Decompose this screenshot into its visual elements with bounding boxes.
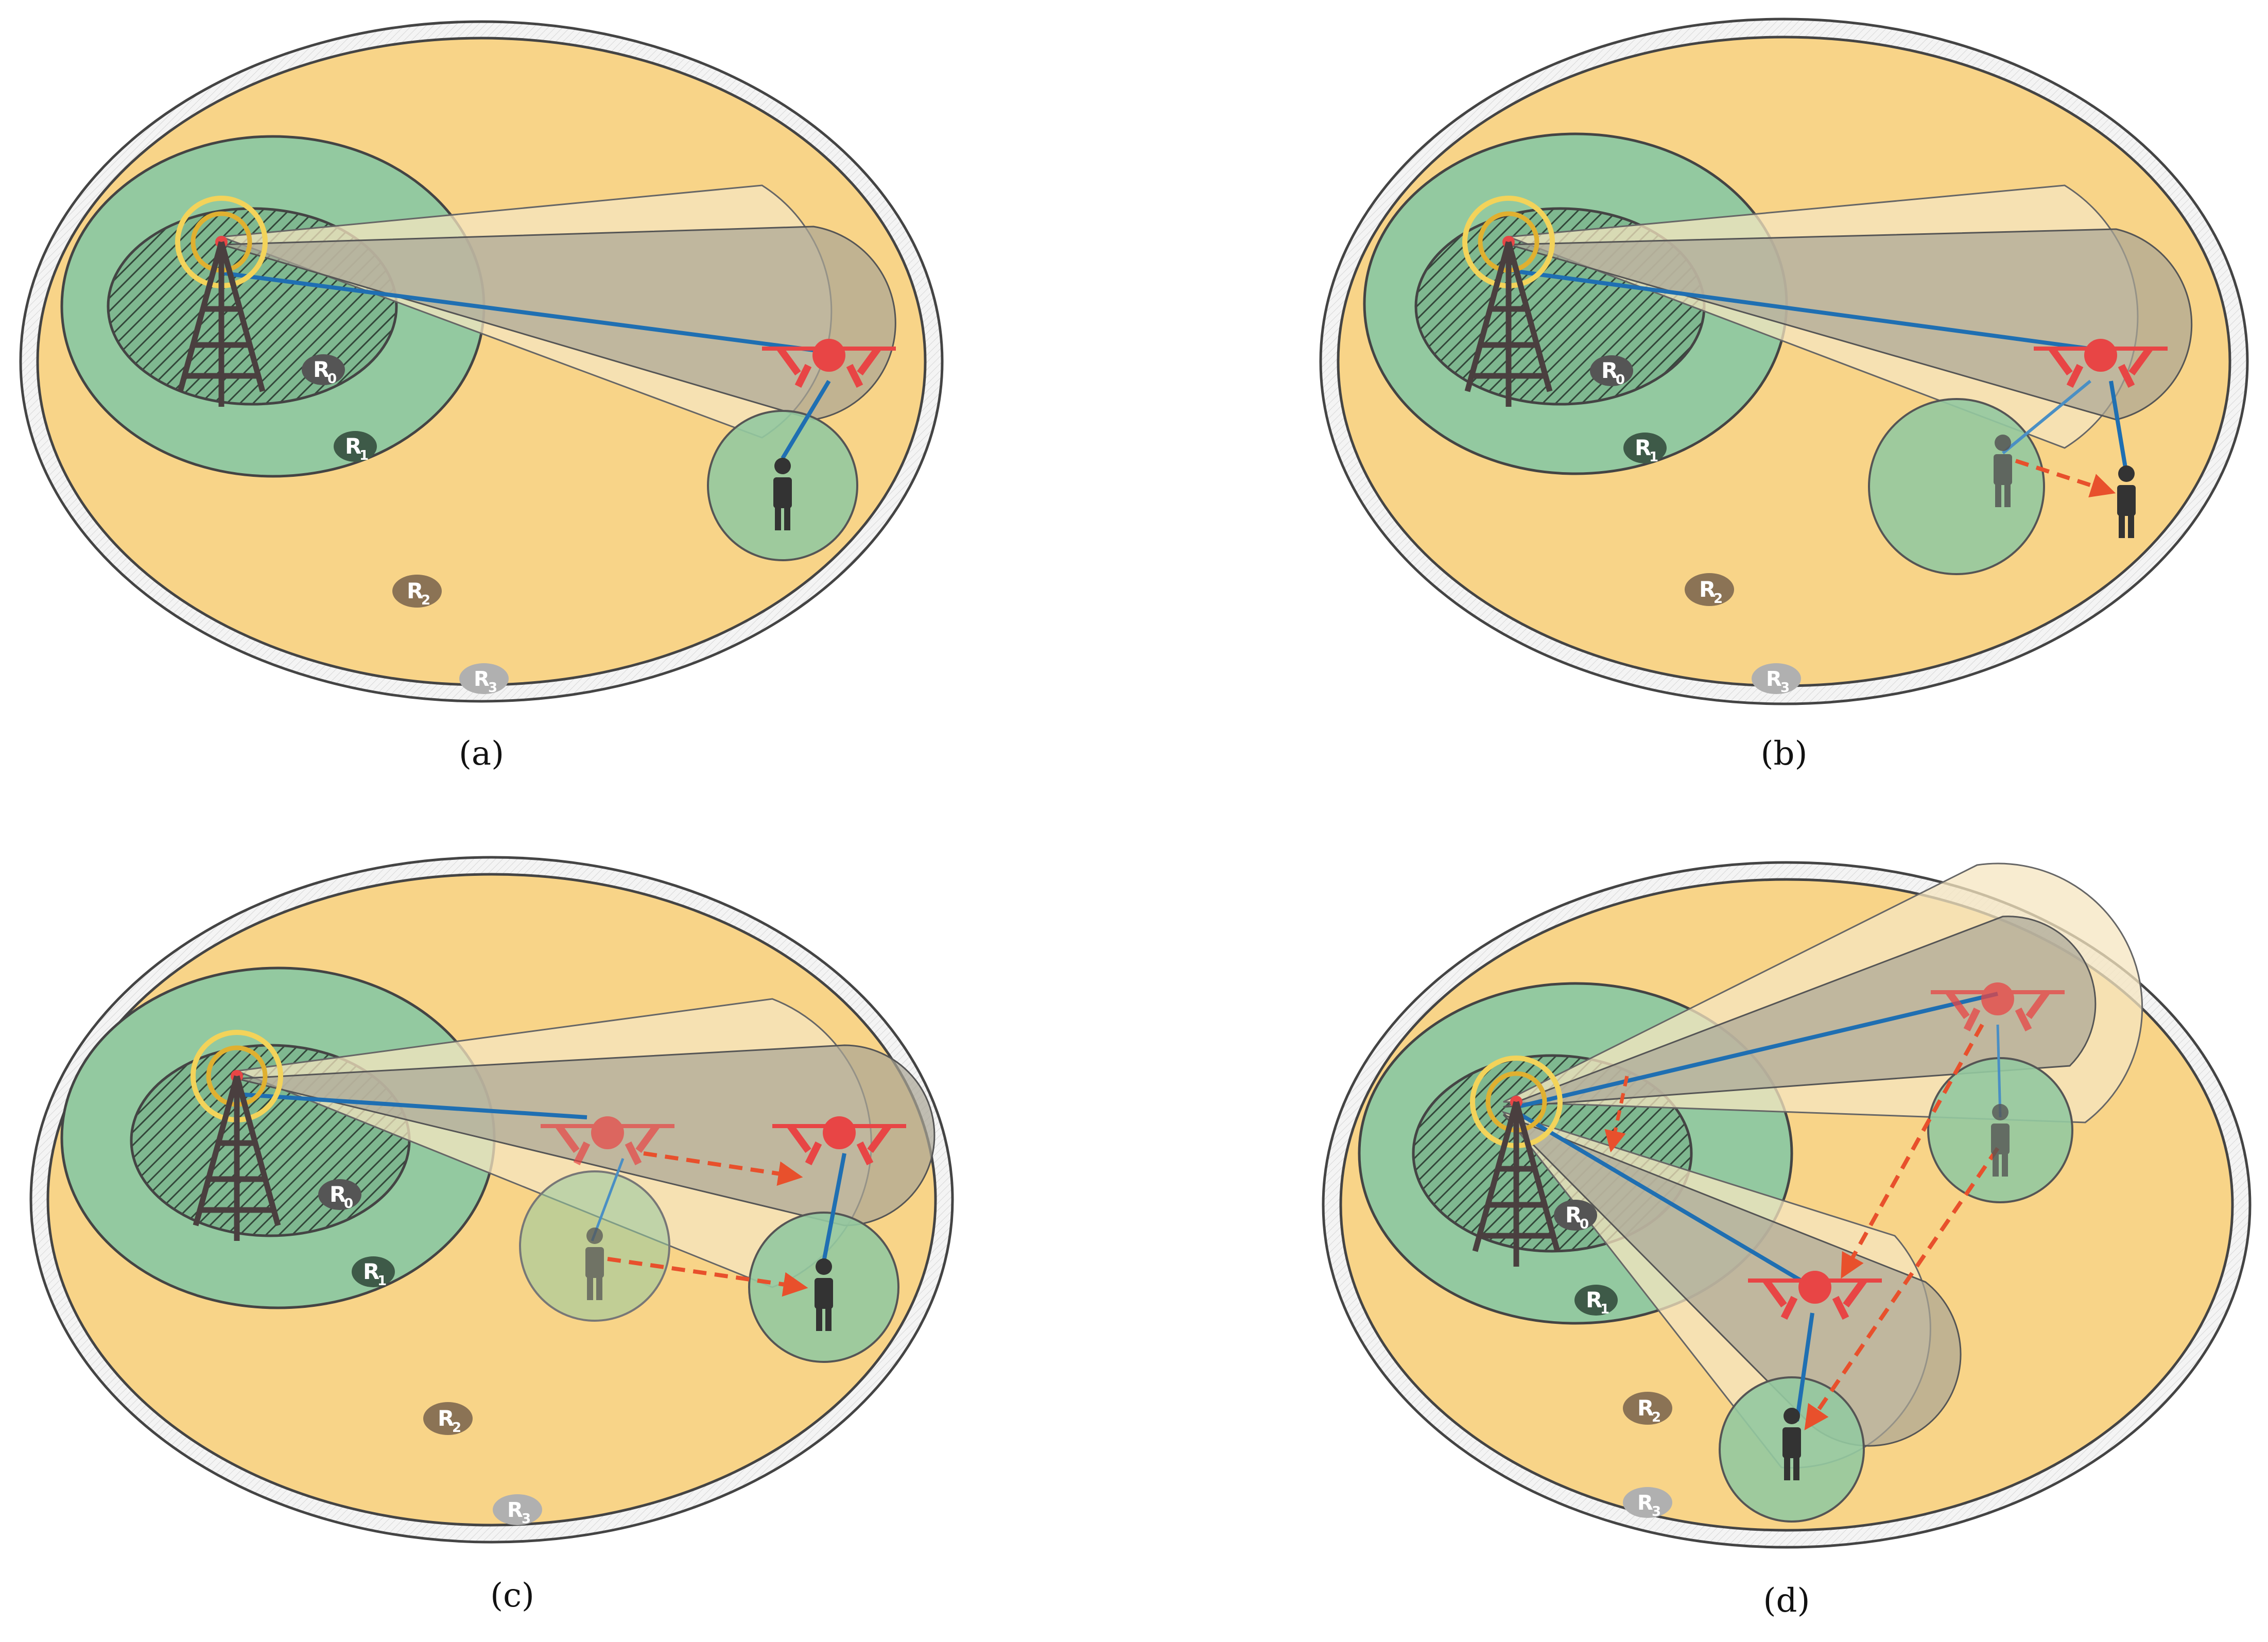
antenna-tower-icon — [1462, 196, 1555, 407]
access-link-old — [2002, 379, 2091, 455]
user-person-icon — [815, 1258, 833, 1331]
uav-drone-icon — [1748, 1271, 1882, 1320]
label-r1: R1 — [1574, 1285, 1618, 1317]
svg-text:2: 2 — [1713, 591, 1723, 607]
label-r3: R3 — [493, 1494, 542, 1527]
user-person-icon-old — [1991, 1104, 2010, 1177]
backhaul-link — [236, 1092, 587, 1119]
user-person-icon — [2117, 465, 2136, 538]
trajectory-arrow-user — [607, 1257, 808, 1297]
panel-a: R0 R1 R2 R3 (a) — [19, 20, 944, 773]
user-person-icon-old — [585, 1228, 604, 1300]
access-link-new — [2109, 381, 2128, 474]
access-link-lower — [1795, 1312, 1814, 1422]
user-person-icon — [1782, 1408, 1801, 1480]
svg-text:0: 0 — [327, 371, 337, 387]
access-link-upper — [1996, 1024, 2002, 1118]
label-r1: R1 — [334, 431, 377, 463]
trajectory-arrow-uav — [643, 1151, 803, 1186]
trajectory-arrow-user — [1804, 1147, 2000, 1430]
label-r1: R1 — [1623, 433, 1667, 465]
caption-c: (c) — [490, 1577, 534, 1615]
panel-d: R0 R1 R2 R3 (d) — [1322, 861, 2252, 1620]
antenna-tower-icon — [1470, 1056, 1563, 1267]
trajectory-arrow-tower — [1604, 1076, 1629, 1153]
antenna-tower-icon — [191, 1030, 283, 1241]
trajectory-arrow-uav — [1841, 1024, 1984, 1279]
svg-text:1: 1 — [1600, 1302, 1609, 1317]
label-r3: R3 — [459, 663, 509, 696]
svg-text:3: 3 — [1652, 1504, 1661, 1519]
beam-inner — [221, 226, 896, 421]
label-r2: R2 — [423, 1402, 473, 1436]
access-link — [822, 1153, 846, 1262]
svg-text:1: 1 — [1649, 450, 1658, 465]
svg-text:0: 0 — [1580, 1217, 1589, 1232]
svg-text:2: 2 — [1652, 1410, 1661, 1425]
svg-text:R: R — [363, 1259, 379, 1284]
uav-drone-icon — [2034, 339, 2168, 388]
beam-inner — [236, 1044, 936, 1226]
label-r0: R0 — [1590, 355, 1633, 388]
uav-drone-icon-old — [1931, 982, 2065, 1032]
svg-text:R: R — [507, 1498, 523, 1522]
user-cell — [1868, 398, 2045, 575]
user-person-icon — [773, 458, 792, 530]
antenna-tower-icon — [175, 196, 268, 407]
svg-text:3: 3 — [1780, 680, 1790, 696]
label-r2: R2 — [392, 575, 442, 608]
caption-b: (b) — [1761, 735, 1808, 773]
label-r3: R3 — [1623, 1487, 1672, 1519]
label-r2: R2 — [1623, 1392, 1672, 1425]
svg-text:R: R — [1637, 1491, 1653, 1515]
svg-text:2: 2 — [452, 1420, 461, 1436]
svg-text:0: 0 — [1616, 372, 1625, 388]
svg-text:R: R — [313, 357, 330, 382]
backhaul-link — [1508, 268, 2101, 352]
svg-text:1: 1 — [359, 448, 369, 463]
user-person-icon-old — [1994, 435, 2012, 507]
panel-c: R0 R1 R2 R3 (c) — [29, 856, 954, 1615]
panel-b: R0 R1 R2 R3 (b) — [1319, 18, 2249, 773]
backhaul-link-upper — [1516, 992, 1998, 1109]
caption-a: (a) — [459, 735, 504, 773]
svg-text:3: 3 — [488, 680, 497, 696]
svg-text:R: R — [474, 667, 490, 691]
label-r0: R0 — [302, 354, 345, 387]
svg-text:R: R — [407, 578, 423, 603]
svg-text:1: 1 — [377, 1273, 387, 1289]
access-link — [781, 379, 831, 460]
label-r0: R0 — [318, 1179, 361, 1212]
backhaul-link-lower — [1515, 1110, 1814, 1289]
trajectory-arrow-icon — [2015, 459, 2116, 497]
svg-text:R: R — [1601, 358, 1618, 383]
label-r1: R1 — [352, 1256, 395, 1289]
beam-inner — [1508, 228, 2193, 421]
svg-text:0: 0 — [344, 1196, 353, 1212]
access-link-old — [591, 1158, 625, 1241]
uav-drone-icon — [772, 1116, 906, 1166]
label-r0: R0 — [1554, 1200, 1597, 1232]
uav-drone-icon-old — [541, 1116, 674, 1166]
label-r3: R3 — [1752, 663, 1801, 696]
svg-text:R: R — [1699, 577, 1716, 602]
svg-text:R: R — [1565, 1202, 1582, 1228]
user-cell-old — [519, 1170, 670, 1322]
label-r2: R2 — [1685, 573, 1734, 607]
svg-text:R: R — [1637, 1395, 1654, 1421]
backhaul-link — [221, 271, 814, 352]
svg-text:R: R — [1635, 435, 1651, 460]
caption-d: (d) — [1763, 1582, 1810, 1620]
svg-text:R: R — [1766, 667, 1782, 691]
svg-text:3: 3 — [522, 1511, 531, 1527]
svg-text:R: R — [1586, 1287, 1602, 1312]
beam-upper-inner — [1503, 915, 2097, 1108]
svg-text:2: 2 — [421, 593, 430, 608]
uav-drone-icon — [762, 339, 896, 388]
svg-text:R: R — [330, 1182, 346, 1207]
svg-text:R: R — [438, 1406, 454, 1431]
svg-text:R: R — [345, 434, 361, 459]
